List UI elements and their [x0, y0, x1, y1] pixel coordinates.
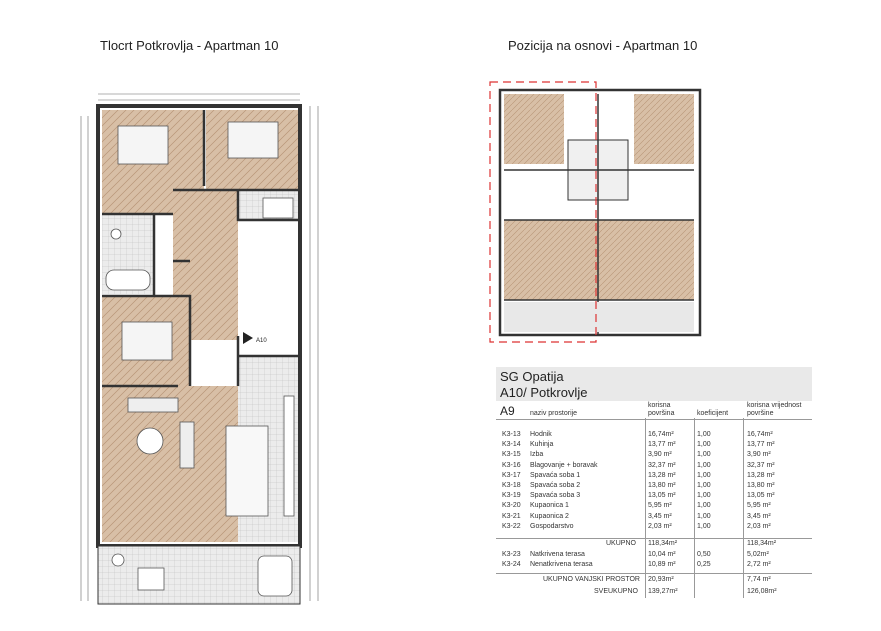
outdoor-total: 7,74 m²: [747, 576, 771, 583]
cell-area: 32,37 m²: [648, 461, 676, 469]
table-row: K3-24 Nenatkrivena terasa 10,89 m² 0,25 2,72…: [496, 560, 812, 570]
cell-area: 13,80 m²: [648, 482, 676, 489]
grand-area: 139,27m²: [648, 588, 678, 595]
cell-name: Nenatkrivena terasa: [530, 561, 593, 569]
cell-total: 13,77 m²: [747, 441, 775, 449]
cell-area: 13,28 m²: [648, 471, 676, 479]
cell-code: K3-13: [502, 431, 521, 438]
cell-area: 10,04 m²: [648, 551, 676, 558]
cell-coef: 1,00: [697, 471, 711, 479]
cell-code: K3-15: [502, 451, 521, 459]
cell-name: Spavaća soba 1: [530, 471, 581, 479]
table-row: K3-13 Hodnik 16,74m² 1,00 16,74m²: [496, 430, 812, 440]
cell-area: 3,45 m²: [648, 512, 672, 520]
cell-code: K3-21: [502, 512, 521, 520]
ukupno-label: UKUPNO: [606, 540, 636, 547]
cell-area: 16,74m²: [648, 431, 674, 438]
project-name: SG Opatija: [500, 369, 564, 384]
grand-total: 126,08m²: [747, 588, 777, 595]
cell-total: 3,90 m²: [747, 451, 771, 459]
cell-name: Hodnik: [530, 431, 552, 438]
table-row: K3-18 Spavaća soba 2 13,80 m² 1,00 13,80 m²: [496, 481, 812, 491]
cell-total: 16,74m²: [747, 431, 773, 438]
cell-code: K3-24: [502, 561, 521, 569]
cell-coef: 1,00: [697, 512, 711, 520]
cell-name: Spavaća soba 2: [530, 482, 581, 489]
cell-total: 5,95 m²: [747, 502, 771, 510]
cell-total: 13,80 m²: [747, 482, 775, 489]
cell-area: 10,89 m²: [648, 561, 676, 569]
cell-coef: 1,00: [697, 451, 711, 459]
table-row: K3-20 Kupaonica 1 5,95 m² 1,00 5,95 m²: [496, 501, 812, 511]
grand-label: SVEUKUPNO: [594, 588, 638, 595]
cell-name: Blagovanje + boravak: [530, 461, 598, 469]
cell-name: Kupaonica 2: [530, 512, 569, 520]
outdoor-area: 20,93m²: [648, 576, 674, 583]
cell-name: Gospodarstvo: [530, 522, 574, 530]
cell-area: 5,95 m²: [648, 502, 672, 510]
cell-coef: 0,25: [697, 561, 711, 569]
cell-name: Natkrivena terasa: [530, 551, 585, 558]
cell-coef: 1,00: [697, 461, 711, 469]
cell-coef: 1,00: [697, 522, 711, 530]
cell-code: K3-22: [502, 522, 521, 530]
cell-coef: 1,00: [697, 492, 711, 500]
table-row: K3-21 Kupaonica 2 3,45 m² 1,00 3,45 m²: [496, 512, 812, 522]
table-row: K3-19 Spavaća soba 3 13,05 m² 1,00 13,05 m²: [496, 491, 812, 501]
table-row: K3-14 Kuhinja 13,77 m² 1,00 13,77 m²: [496, 440, 812, 450]
cell-coef: 1,00: [697, 482, 711, 489]
cell-name: Kupaonica 1: [530, 502, 569, 510]
cell-total: 13,28 m²: [747, 471, 775, 479]
cell-code: K3-14: [502, 441, 521, 449]
section-code: A9: [500, 404, 515, 418]
cell-total: 5,02m²: [747, 551, 769, 558]
cell-coef: 0,50: [697, 551, 711, 558]
position-plan-title: Pozicija na osnovi - Apartman 10: [508, 38, 698, 53]
cell-coef: 1,00: [697, 502, 711, 510]
cell-total: 2,03 m²: [747, 522, 771, 530]
cell-code: K3-18: [502, 482, 521, 489]
cell-name: Izba: [530, 451, 544, 459]
unit-name: A10/ Potkrovlje: [500, 385, 588, 400]
cell-area: 2,03 m²: [648, 522, 672, 530]
cell-area: 13,05 m²: [648, 492, 676, 500]
col-header-total: korisna vrijednost površine: [747, 402, 802, 417]
floor-plan-title: Tlocrt Potkrovlja - Apartman 10: [100, 38, 279, 53]
col-header-name: naziv prostorije: [530, 410, 578, 417]
cell-code: K3-20: [502, 502, 521, 510]
cell-total: 2,72 m²: [747, 561, 771, 569]
cell-area: 13,77 m²: [648, 441, 676, 449]
col-header-coef: koeficijent: [697, 410, 729, 417]
cell-code: K3-23: [502, 551, 521, 558]
table-row: K3-23 Natkrivena terasa 10,04 m² 0,50 5,02m²: [496, 550, 812, 560]
ukupno-total: 118,34m²: [747, 540, 777, 547]
outdoor-label: UKUPNO VANJSKI PROSTOR: [543, 576, 640, 583]
table-row: K3-16 Blagovanje + boravak 32,37 m² 1,00 32,…: [496, 461, 812, 471]
cell-total: 32,37 m²: [747, 461, 775, 469]
table-row: K3-22 Gospodarstvo 2,03 m² 1,00 2,03 m²: [496, 522, 812, 532]
ukupno-area: 118,34m²: [648, 540, 678, 547]
cell-coef: 1,00: [697, 441, 711, 449]
cell-code: K3-16: [502, 461, 521, 469]
table-header: SG Opatija A10/ Potkrovlje: [496, 367, 812, 401]
cell-code: K3-17: [502, 471, 521, 479]
cell-name: Kuhinja: [530, 441, 554, 449]
floor-plan-drawing: A10: [80, 93, 319, 605]
cell-name: Spavaća soba 3: [530, 492, 581, 500]
position-plan-drawing: [489, 81, 702, 343]
cell-code: K3-19: [502, 492, 521, 500]
cell-area: 3,90 m²: [648, 451, 672, 459]
col-header-area: korisna površina: [648, 402, 675, 417]
cell-total: 3,45 m²: [747, 512, 771, 520]
plan-a10-label: A10: [256, 338, 267, 344]
table-row: K3-17 Spavaća soba 1 13,28 m² 1,00 13,28 m²: [496, 471, 812, 481]
table-row: K3-15 Izba 3,90 m² 1,00 3,90 m²: [496, 450, 812, 460]
cell-total: 13,05 m²: [747, 492, 775, 500]
cell-coef: 1,00: [697, 431, 711, 438]
